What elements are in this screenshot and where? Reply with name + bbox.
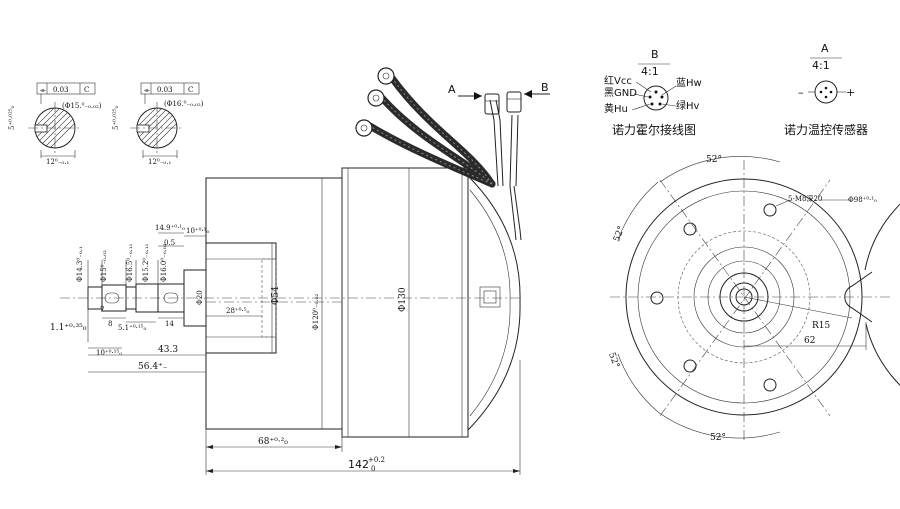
hall-wiring-view: B 4:1 红Vcc 黑GND 黄Hu 蓝Hw 绿Hv 诺力霍尔接线图 — [604, 48, 702, 137]
bolt-hole-4 — [683, 359, 697, 373]
dim-d3: Φ16.5⁰₋₀.₁₁ — [126, 243, 134, 282]
slot-dist: 62 — [804, 336, 815, 346]
dim-len142-tol-up: +0.2 — [368, 456, 385, 464]
view-a-letter: A — [821, 42, 829, 55]
tol-datum-2: C — [188, 86, 193, 94]
section-detail-1: ⌯ 0.03 C 5⁺⁰·⁰²⁵₀ (Φ15.⁰₋₀.₀₂) 12⁰₋₀.₁ — [8, 82, 102, 166]
dim-d5: Φ16.0⁰₋₀.₀₂ — [160, 243, 168, 282]
depth-2: 12⁰₋₀.₁ — [148, 158, 171, 166]
label-hv: 绿Hv — [676, 99, 700, 112]
view-arrows: A B — [448, 81, 550, 100]
depth-1: 12⁰₋₀.₁ — [46, 158, 69, 166]
label-vcc: 红Vcc — [604, 74, 632, 87]
section-detail-2: ⌯ 0.03 C 5⁺⁰·⁰²⁵₀ (Φ16.⁰₋₀.₀₂) 12⁰₋₀.₁ — [112, 82, 204, 166]
shaft-dia-1: (Φ15.⁰₋₀.₀₂) — [62, 102, 102, 110]
angle-bottom: 52° — [710, 433, 726, 443]
key-width-1: 5⁺⁰·⁰²⁵₀ — [8, 105, 16, 130]
view-a-scale: 4:1 — [812, 59, 830, 72]
dim-l1: 8 — [108, 320, 112, 328]
temp-sensor-view: A 4:1 – + 诺力温控传感器 — [784, 42, 868, 137]
dim-d1: Φ14.3⁰₋₀.₁ — [76, 246, 84, 282]
dim-len2: 43.3 — [158, 345, 178, 355]
sensor-connector-b — [506, 91, 522, 113]
dim-len1: 10⁺⁰·¹⁵₀ — [96, 349, 122, 357]
dim-len142-tol-lo: 0 — [371, 465, 375, 473]
bolt-hole-3 — [650, 291, 664, 305]
dim-len142: 142 — [348, 458, 369, 471]
dim-l4: 7 — [100, 306, 104, 314]
bolt-hole-2 — [763, 203, 777, 217]
dim-groove: 1.1⁺⁰·³⁵₀ — [50, 323, 87, 333]
dim-d2: Φ15⁰₋₀.₀₂ — [100, 250, 108, 282]
label-gnd: 黑GND — [604, 87, 637, 99]
dim-len3: 56.4⁺₋ — [138, 362, 168, 372]
shaft-dimensions: Φ14.3⁰₋₀.₁ Φ15⁰₋₀.₀₂ Φ16.5⁰₋₀.₁₁ Φ15.2⁰₋… — [50, 224, 262, 376]
view-a-caption: 诺力温控传感器 — [784, 122, 868, 137]
bolt-hole-5 — [763, 378, 777, 392]
pcd-dia: Φ98⁺⁰·¹₀ — [848, 196, 877, 204]
tol-value-1: 0.03 — [53, 86, 69, 94]
view-b-letter: B — [651, 48, 659, 61]
label-hu: 黄Hu — [604, 102, 628, 115]
sensor-connector-a — [484, 93, 500, 115]
tol-symbol-1: ⌯ — [40, 86, 46, 94]
temp-plus: + — [846, 86, 855, 99]
dim-w2: 10⁺⁰·¹₀ — [186, 227, 209, 235]
dim-w1: 14.9⁺⁰·¹₀ — [155, 224, 185, 232]
slot-radius: R15 — [812, 321, 831, 331]
shaft-dia-2: (Φ16.⁰₋₀.₀₂) — [164, 100, 204, 108]
angle-left: 52° — [612, 225, 627, 243]
key-width-2: 5⁺⁰·⁰²⁵₀ — [112, 105, 120, 130]
tol-symbol-2: ⌯ — [144, 86, 150, 94]
view-b-caption: 诺力霍尔接线图 — [612, 122, 696, 137]
motor-dimensions: Φ54 Φ120⁰₋₀.₀₂ Φ130 68⁺⁰·²₀ 142 +0.2 0 — [205, 168, 521, 475]
dim-hub-dia: Φ20 — [196, 290, 204, 305]
dim-d130: Φ130 — [398, 287, 408, 312]
dim-l2: 5.1⁺⁰·¹⁵₀ — [118, 324, 146, 332]
dim-len68: 68⁺⁰·²₀ — [258, 437, 288, 447]
thread-spec: 5-M8深20 — [788, 194, 822, 203]
motor-body — [205, 167, 521, 438]
dim-w3: 0.5 — [164, 239, 175, 247]
temp-minus: – — [798, 86, 804, 99]
tol-datum-1: C — [84, 86, 89, 94]
angle-bottom-left: 52° — [606, 351, 621, 369]
label-hw: 蓝Hw — [676, 77, 702, 89]
arrow-a-label: A — [448, 83, 456, 96]
arrow-b-label: B — [541, 81, 549, 94]
tol-value-2: 0.03 — [157, 86, 173, 94]
dim-d4: Φ15.2⁰₋₀.₁₁ — [142, 243, 150, 282]
angle-top: 52° — [706, 155, 722, 165]
dim-d120: Φ120⁰₋₀.₀₂ — [312, 294, 320, 330]
dim-boss-len: 28⁺⁰·⁵₀ — [226, 307, 249, 315]
dim-d54: Φ54 — [271, 286, 281, 305]
dim-l3: 14 — [165, 320, 174, 328]
ring-terminal-3 — [355, 119, 373, 137]
end-view: 52° 52° 52° 52° 5-M8深20 Φ98⁺⁰·¹₀ R15 62 — [606, 155, 900, 443]
ring-terminal-2 — [367, 89, 385, 107]
ring-terminal-1 — [377, 67, 395, 85]
bolt-hole-1 — [683, 222, 697, 236]
cable-bundle — [355, 67, 522, 241]
view-b-scale: 4:1 — [641, 65, 659, 78]
